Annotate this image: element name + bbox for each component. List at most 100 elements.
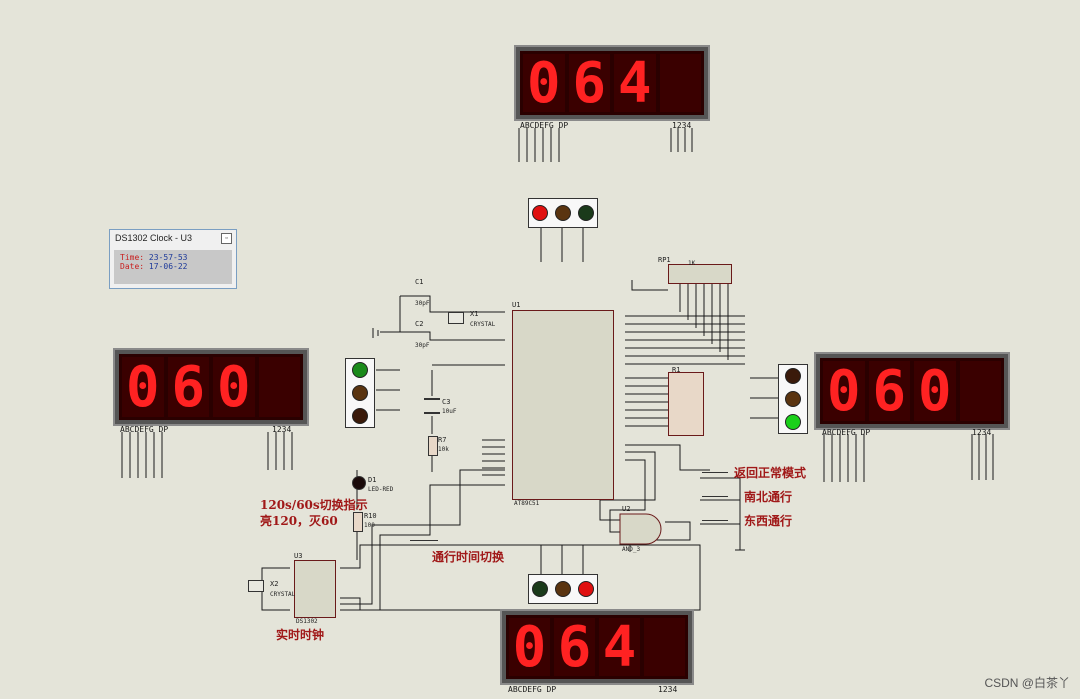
top-lamp-green — [577, 205, 594, 221]
u2-label: U2 — [622, 505, 631, 513]
c2-label: C2 — [415, 320, 424, 328]
r7-resistor — [428, 436, 438, 456]
close-icon[interactable]: ▫ — [221, 233, 232, 244]
c3-capacitor — [424, 398, 440, 414]
u3-ds1302 — [294, 560, 336, 618]
x2-crystal — [248, 580, 264, 592]
bottom-seg-label: ABCDEFG DP — [508, 685, 557, 694]
top-seg-label: ABCDEFG DP — [520, 121, 569, 130]
top-seven-segment-display: 0 6 4 — [514, 45, 710, 121]
right-digit-4 — [959, 361, 1001, 421]
left-lamp-yellow — [352, 384, 368, 401]
left-lamp-green — [352, 362, 368, 379]
bottom-lamp-red — [577, 581, 594, 597]
right-pos-label: 1234 — [972, 428, 992, 437]
r10-value: 100 — [364, 522, 375, 529]
left-lamp-red — [352, 407, 368, 424]
r10-resistor — [353, 512, 363, 532]
bottom-seven-segment-display: 0 6 4 — [500, 609, 694, 685]
rp1-label: RP1 — [658, 256, 671, 264]
c1-value: 30pF — [415, 300, 430, 307]
u2-part: AND_3 — [622, 546, 641, 553]
watermark: CSDN @白茶丫 — [984, 676, 1070, 690]
top-digit-2: 6 — [568, 51, 610, 116]
u3-part: DS1302 — [296, 618, 318, 625]
top-digit-4 — [659, 54, 701, 112]
north-south-label: 南北通行 — [744, 490, 793, 504]
switch-time-toggle[interactable] — [410, 540, 438, 549]
right-traffic-light — [778, 364, 808, 434]
c3-value: 10uF — [442, 408, 457, 415]
bottom-digit-3: 4 — [599, 615, 640, 680]
left-seven-segment-display: 0 6 0 — [113, 348, 309, 426]
time-key: Time: — [120, 253, 145, 262]
right-digit-2: 6 — [868, 359, 910, 424]
x1-part: CRYSTAL — [470, 321, 496, 328]
date-value: 17-06-22 — [148, 262, 188, 271]
top-digit-1: 0 — [523, 51, 565, 116]
switch-return-normal[interactable] — [702, 472, 728, 481]
x1-label: X1 — [470, 310, 479, 318]
switch-time-label: 通行时间切换 — [432, 550, 505, 564]
top-lamp-red — [532, 205, 549, 221]
clock-readout: Time: 23-57-53 Date: 17-06-22 — [114, 250, 232, 284]
ds1302-clock-window[interactable]: DS1302 Clock - U3 ▫ Time: 23-57-53 Date:… — [109, 229, 237, 289]
left-digit-3: 0 — [213, 355, 255, 420]
c1-label: C1 — [415, 278, 424, 286]
right-seven-segment-display: 0 6 0 — [814, 352, 1010, 430]
switch-east-west[interactable] — [702, 520, 728, 529]
realtime-clock-label: 实时时钟 — [276, 628, 325, 642]
bottom-digit-2: 6 — [554, 615, 595, 680]
right-seg-label: ABCDEFG DP — [822, 428, 871, 437]
top-pos-label: 1234 — [672, 121, 692, 130]
right-lamp-red — [785, 368, 801, 385]
r1-resistor-network — [668, 372, 704, 436]
clock-window-title: DS1302 Clock - U3 — [115, 233, 193, 243]
indicator-label-line2: 亮120，灭60 — [260, 514, 338, 528]
left-digit-2: 6 — [167, 355, 209, 420]
d1-part: LED-RED — [368, 486, 394, 493]
r7-value: 10k — [438, 446, 449, 453]
u1-label: U1 — [512, 301, 521, 309]
x2-part: CRYSTAL — [270, 591, 296, 598]
switch-north-south[interactable] — [702, 496, 728, 505]
left-traffic-light — [345, 358, 375, 428]
r7-label: R7 — [438, 436, 447, 444]
indicator-label-line1: 120s/60s切换指示 — [260, 498, 368, 512]
u1-microcontroller — [512, 310, 614, 500]
right-lamp-green — [785, 413, 801, 430]
bottom-digit-1: 0 — [509, 615, 550, 680]
d1-label: D1 — [368, 476, 377, 484]
right-digit-1: 0 — [823, 359, 865, 424]
right-lamp-yellow — [785, 390, 801, 407]
c2-value: 30pF — [415, 342, 430, 349]
return-normal-label: 返回正常模式 — [734, 466, 807, 480]
date-key: Date: — [120, 262, 145, 271]
bottom-lamp-yellow — [554, 581, 571, 597]
top-digit-3: 4 — [614, 51, 656, 116]
time-value: 23-57-53 — [148, 253, 188, 262]
u1-part: AT89C51 — [514, 500, 540, 507]
left-pos-label: 1234 — [272, 425, 292, 434]
bottom-digit-4 — [644, 618, 685, 676]
top-lamp-yellow — [554, 205, 571, 221]
bottom-pos-label: 1234 — [658, 685, 678, 694]
bottom-lamp-green — [532, 581, 549, 597]
d1-led — [352, 476, 366, 490]
r10-label: R10 — [364, 512, 377, 520]
r1-label: R1 — [672, 366, 681, 374]
rp1-value: 1K — [688, 260, 696, 267]
right-digit-3: 0 — [914, 359, 956, 424]
bottom-traffic-light — [528, 574, 598, 604]
x2-label: X2 — [270, 580, 279, 588]
left-digit-4 — [258, 357, 300, 417]
left-digit-1: 0 — [122, 355, 164, 420]
top-traffic-light — [528, 198, 598, 228]
east-west-label: 东西通行 — [744, 514, 793, 528]
left-seg-label: ABCDEFG DP — [120, 425, 169, 434]
x1-crystal — [448, 312, 464, 324]
u2-and-gate — [619, 513, 662, 545]
rp1-resistor-pack — [668, 264, 732, 284]
u3-label: U3 — [294, 552, 303, 560]
